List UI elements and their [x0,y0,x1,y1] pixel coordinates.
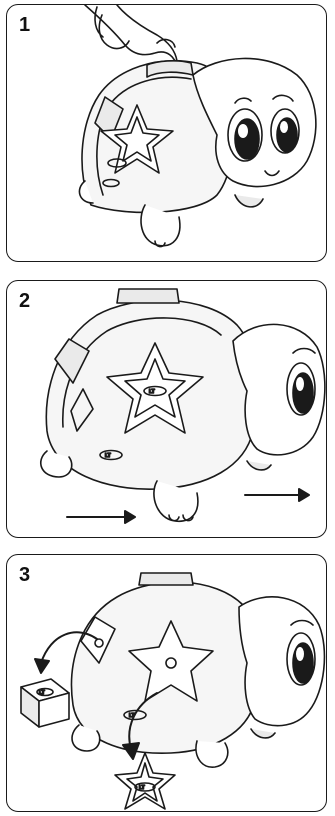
brand-logo-label: LT [105,453,111,459]
square-shape-block: LT [21,679,69,727]
step-number: 2 [19,291,30,311]
step-1-panel: 1 [6,4,327,262]
brand-logo-label: LT [149,389,155,395]
step-number: 1 [19,15,30,35]
brand-logo-label: LT [39,690,45,696]
step-1-illustration [7,5,326,261]
step-2-panel: 2 LT LT [6,280,327,538]
star-shape-block: LT [115,753,175,809]
brand-logo-label: LT [139,785,145,791]
step-number: 3 [19,565,30,585]
step-2-illustration: LT LT [7,281,326,537]
step-3-illustration: LT LT [7,555,326,811]
step-3-panel: 3 LT [6,554,327,812]
turtle-head [239,597,324,726]
